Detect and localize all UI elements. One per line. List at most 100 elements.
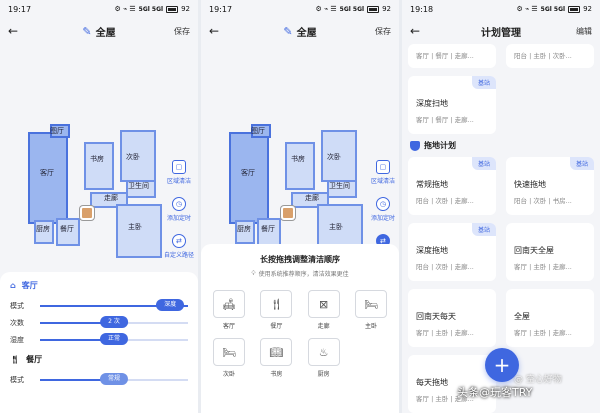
watermark-secondary: @ 空心好物 — [514, 375, 562, 385]
setting-row[interactable]: 模式 深度 — [10, 297, 188, 314]
zone-clean-action[interactable]: ▢ 区域清洁 — [167, 160, 191, 185]
plan-card[interactable]: 每天拖地 客厅 | 主卧 | 走廊... — [408, 355, 496, 413]
plan-card[interactable]: 客厅 | 餐厅 | 走廊... — [408, 44, 496, 68]
page-title[interactable]: ✎ 全屋 — [82, 24, 115, 39]
room-living[interactable] — [28, 132, 68, 224]
save-button[interactable]: 保存 — [174, 26, 190, 36]
status-time: 19:18 — [410, 4, 434, 14]
plan-card[interactable]: 回南天全屋 客厅 | 主卧 | 走廊... — [506, 223, 594, 281]
zone-icon: ▢ — [375, 160, 390, 174]
setting-row[interactable]: 湿度 正常 — [10, 331, 188, 348]
fork-knife-icon: 🍴︎ — [260, 290, 293, 318]
page-title[interactable]: ✎ 全屋 — [283, 24, 316, 39]
title-text: 全屋 — [95, 27, 116, 39]
add-plan-button[interactable]: + — [485, 348, 519, 382]
back-arrow-icon[interactable]: ← — [8, 24, 19, 38]
room-tile[interactable]: ⊠走廊 — [306, 290, 342, 330]
status-bar: 19:17 ⚙ ⌁ ☰ 5Gl 5Gl 92 — [0, 0, 198, 18]
room-master[interactable] — [116, 204, 162, 258]
screen-plan-management: 19:18 ⚙ ⌁ ☰ 5Gl 5Gl 92 ← 计划管理 编辑 客厅 | 餐厅… — [402, 0, 600, 413]
room-study[interactable] — [84, 142, 114, 190]
slider-mode[interactable]: 深度 — [40, 298, 188, 311]
room-study[interactable] — [285, 142, 315, 190]
plan-card[interactable]: 基站 常规拖地 阳台 | 次卧 | 走廊... — [408, 157, 496, 215]
plan-card[interactable]: 回南天每天 客厅 | 主卧 | 走廊... — [408, 289, 496, 347]
robot-icon — [80, 206, 94, 220]
label-corridor: 走廊 — [305, 194, 319, 202]
pencil-icon: ✎ — [82, 24, 92, 38]
battery-icon — [367, 5, 380, 13]
sofa-icon: 🛋︎ — [213, 290, 245, 318]
room-tile[interactable]: ♨厨房 — [306, 338, 342, 378]
room-header-dining[interactable]: 🍴︎ 餐厅 — [10, 355, 43, 364]
status-bar: 19:18 ⚙ ⌁ ☰ 5Gl 5Gl 92 — [402, 0, 600, 18]
floor-map[interactable]: 图厅 客厅 书房 次卧 卫生间 走廊 厨房 餐厅 主卧 — [201, 110, 399, 270]
mop-plan-grid: 基站 常规拖地 阳台 | 次卧 | 走廊... 基站 快速拖地 阳台 | 次卧 … — [402, 157, 600, 413]
label-study: 书房 — [291, 155, 305, 163]
plan-card[interactable]: 基站 深度扫地 客厅 | 餐厅 | 走廊... — [408, 76, 496, 134]
back-arrow-icon[interactable]: ← — [410, 24, 421, 38]
room-living[interactable] — [229, 132, 269, 224]
label-master: 主卧 — [329, 223, 343, 231]
room-tile[interactable]: 🛋︎客厅 — [211, 290, 247, 330]
label-master: 主卧 — [128, 223, 142, 231]
swap-icon: ⇄ — [171, 234, 186, 248]
label-bath: 卫生间 — [329, 182, 350, 190]
base-badge: 基站 — [471, 76, 496, 89]
book-icon: 📖︎ — [260, 338, 293, 366]
custom-path-action[interactable]: ⇄ 自定义路径 — [164, 234, 194, 259]
add-timer-action[interactable]: ◷ 添加定时 — [167, 197, 191, 222]
slider-humidity[interactable]: 正常 — [40, 332, 188, 345]
room-dining[interactable] — [56, 218, 80, 246]
label-kitchen: 厨房 — [36, 225, 50, 233]
floor-map[interactable]: 图厅 客厅 书房 次卧 卫生间 走廊 厨房 餐厅 主卧 — [0, 110, 198, 270]
room-bath[interactable] — [126, 180, 156, 198]
mop-icon — [410, 140, 420, 151]
label-corridor: 走廊 — [104, 194, 118, 202]
back-arrow-icon[interactable]: ← — [209, 24, 220, 38]
clock-icon: ◷ — [171, 197, 186, 211]
room-tile[interactable]: 🛏︎次卧 — [211, 338, 247, 378]
room-kitchen[interactable] — [235, 220, 255, 244]
title-text: 全屋 — [296, 27, 317, 39]
clean-order-panel: 长按拖拽调整清洁顺序 💡︎ 使用系统推荐顺序，清洁效果更佳 🛋︎客厅 🍴︎餐厅 … — [201, 244, 399, 413]
slider-count[interactable]: 2 次 — [40, 315, 188, 328]
setting-row[interactable]: 模式 常规 — [10, 371, 188, 388]
app-bar: ← 计划管理 编辑 — [402, 18, 600, 44]
plan-card[interactable]: 基站 深度拖地 阳台 | 次卧 | 走廊... — [408, 223, 496, 281]
room-bath[interactable] — [327, 180, 357, 198]
label-living: 客厅 — [241, 169, 255, 177]
add-timer-action[interactable]: ◷ 添加定时 — [371, 197, 395, 222]
status-time: 19:17 — [8, 4, 32, 14]
zone-clean-action[interactable]: ▢ 区域清洁 — [371, 160, 395, 185]
bed-icon: 🛏︎ — [354, 290, 387, 318]
room-tile[interactable]: 📖︎书房 — [258, 338, 294, 378]
app-bar: ← ✎ 全屋 保存 — [201, 18, 399, 44]
zone-icon: ▢ — [171, 160, 186, 174]
watermark: 头条@玩客TRY — [457, 386, 533, 399]
room-second[interactable] — [120, 130, 156, 182]
map-actions: ▢ 区域清洁 ◷ 添加定时 ⇄ — [371, 160, 395, 248]
clock-icon: ◷ — [375, 197, 390, 211]
plan-card[interactable]: 阳台 | 主卧 | 次卧... — [506, 44, 594, 68]
screen-room-edit: 19:17 ⚙ ⌁ ☰ 5Gl 5Gl 92 ← ✎ 全屋 保存 — [0, 0, 198, 413]
status-time: 19:17 — [209, 4, 233, 14]
room-header-living[interactable]: ⌂ 客厅 — [10, 281, 38, 290]
order-title: 长按拖拽调整清洁顺序 — [260, 255, 340, 264]
room-kitchen[interactable] — [34, 220, 54, 244]
screen-clean-order: 19:17 ⚙ ⌁ ☰ 5Gl 5Gl 92 ← ✎ 全屋 保存 — [201, 0, 399, 413]
system-icons: ⚙ ⌁ ☰ — [516, 5, 538, 13]
room-tile[interactable]: 🍴︎餐厅 — [258, 290, 294, 330]
plan-card[interactable]: 全屋 客厅 | 主卧 | 走廊... — [506, 289, 594, 347]
room-top[interactable] — [251, 124, 271, 138]
room-second[interactable] — [321, 130, 357, 182]
room-top[interactable] — [50, 124, 70, 138]
edit-button[interactable]: 编辑 — [576, 26, 592, 36]
setting-row[interactable]: 次数 2 次 — [10, 314, 188, 331]
room-tile[interactable]: 🛏︎主卧 — [353, 290, 389, 330]
plan-card[interactable]: 基站 快速拖地 阳台 | 次卧 | 书房... — [506, 157, 594, 215]
bulb-icon: 💡︎ — [251, 269, 256, 277]
slider-mode-dining[interactable]: 常规 — [40, 372, 188, 385]
save-button[interactable]: 保存 — [375, 26, 391, 36]
pot-icon: ♨ — [307, 338, 340, 366]
